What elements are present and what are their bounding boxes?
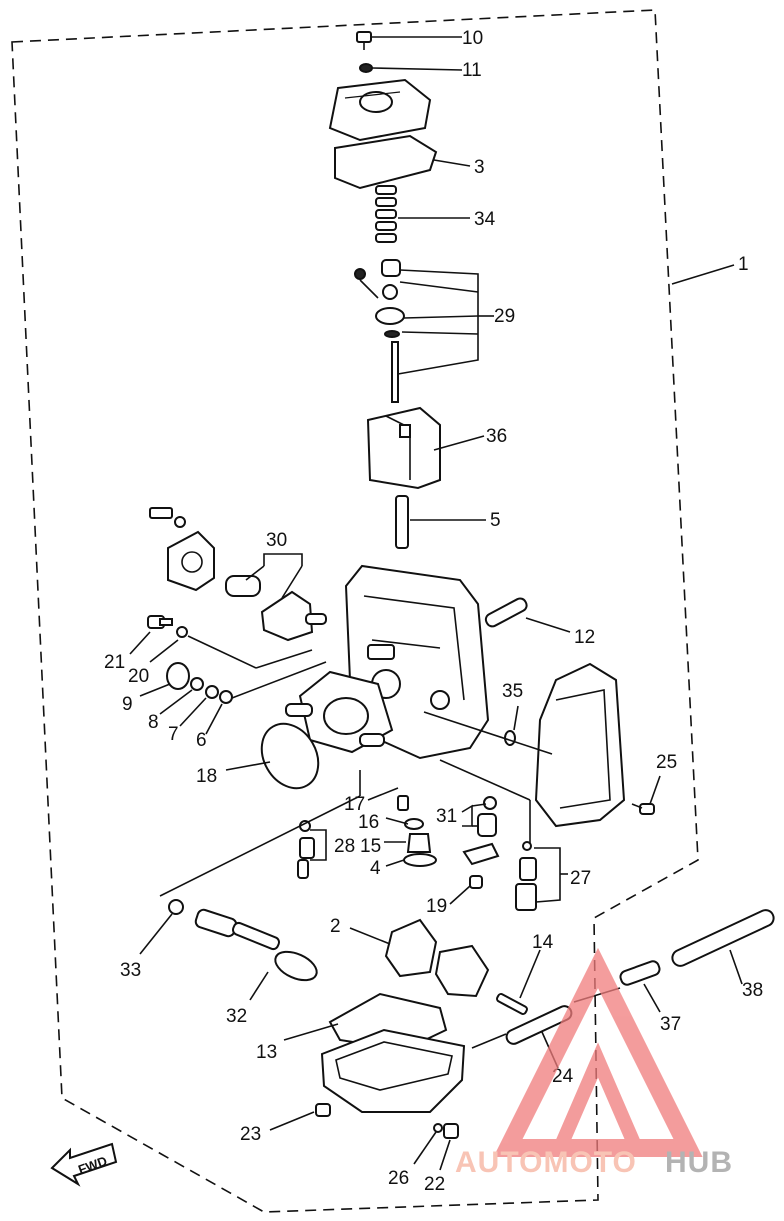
part-4-seat (403, 853, 437, 867)
part-3-gasket (334, 134, 438, 190)
callout-2: 2 (330, 916, 341, 937)
part-19-nut (469, 875, 483, 889)
callout-31: 31 (436, 806, 457, 827)
part-top-cover (328, 78, 432, 142)
part-36-throttle-slide (366, 406, 441, 490)
callout-34: 34 (474, 209, 496, 230)
callout-4: 4 (370, 858, 381, 879)
callout-33: 33 (120, 960, 141, 981)
part-18-plate (260, 722, 320, 790)
part-6-screw (219, 690, 233, 704)
callout-11: 11 (462, 60, 482, 81)
callout-16: 16 (358, 812, 379, 833)
callout-35: 35 (502, 681, 523, 702)
callout-19: 19 (426, 896, 447, 917)
part-17-jet (397, 795, 409, 811)
callout-9: 9 (122, 694, 133, 715)
leader-lines (129, 36, 743, 1171)
callout-12: 12 (574, 627, 595, 648)
part-34-spring (375, 185, 397, 243)
part-37-fitting (619, 960, 661, 986)
callout-22: 22 (424, 1174, 445, 1195)
callout-21: 21 (104, 652, 125, 673)
automotohub-logo-icon (493, 947, 703, 1157)
callout-14: 14 (532, 932, 554, 953)
part-33-washer (168, 899, 184, 915)
part-float-bowl (320, 1028, 466, 1113)
callout-29: 29 (494, 306, 515, 327)
fwd-arrow-icon: FWD (50, 1142, 118, 1187)
part-11-washer (359, 63, 373, 73)
watermark-text-automoto: AUTOMOTO (455, 1146, 637, 1179)
part-23-screw (315, 1103, 331, 1117)
callout-3: 3 (474, 157, 485, 178)
part-28-screw-spring (297, 820, 315, 879)
part-22-screw (443, 1123, 459, 1139)
callout-17: 17 (344, 794, 365, 815)
watermark-text-hub: HUB (665, 1146, 733, 1179)
part-20-washer (176, 626, 188, 638)
part-7-washer (205, 685, 219, 699)
callout-27: 27 (570, 868, 591, 889)
part-25-screw (631, 803, 655, 815)
part-9-cap (166, 662, 190, 690)
part-29-needle-assembly (354, 259, 405, 403)
callout-28: 28 (334, 836, 355, 857)
part-8-ring (190, 677, 204, 691)
callout-25: 25 (656, 752, 677, 773)
callout-8: 8 (148, 712, 159, 733)
callout-7: 7 (168, 724, 179, 745)
callout-20: 20 (128, 666, 149, 687)
part-coasting-enricher-cover (149, 507, 215, 592)
part-31-pilot-screw (462, 796, 500, 866)
part-15-valve (406, 833, 432, 853)
callout-13: 13 (256, 1042, 277, 1063)
part-21-screw (147, 615, 173, 629)
part-14-pin (496, 993, 528, 1015)
callout-labels: 10 11 3 34 1 29 36 5 30 12 21 20 9 8 7 6… (104, 28, 763, 1195)
part-32-shaft (194, 908, 318, 982)
part-12-pin (484, 597, 528, 628)
part-35-plug (504, 730, 516, 746)
part-38-hose (671, 909, 775, 967)
callout-6: 6 (196, 730, 207, 751)
callout-10: 10 (462, 28, 483, 49)
part-10-screw (356, 31, 372, 50)
callout-36: 36 (486, 426, 507, 447)
automotohub-watermark: AUTOMOTO HUB (455, 947, 733, 1179)
callout-32: 32 (226, 1006, 247, 1027)
callout-24: 24 (552, 1066, 574, 1087)
callout-18: 18 (196, 766, 217, 787)
callout-30: 30 (266, 530, 287, 551)
part-30-diaphragm-spring (225, 575, 327, 642)
callout-23: 23 (240, 1124, 261, 1145)
callout-26: 26 (388, 1168, 409, 1189)
callout-15: 15 (360, 836, 381, 857)
callout-38: 38 (742, 980, 763, 1001)
part-5-shaft (395, 495, 409, 549)
callout-5: 5 (490, 510, 501, 531)
part-27-screw-spring (515, 841, 537, 911)
part-26-oring (433, 1123, 443, 1133)
part-side-cover (534, 662, 626, 828)
callout-37: 37 (660, 1014, 681, 1035)
part-2-floats (384, 918, 490, 998)
callout-1: 1 (738, 254, 749, 275)
